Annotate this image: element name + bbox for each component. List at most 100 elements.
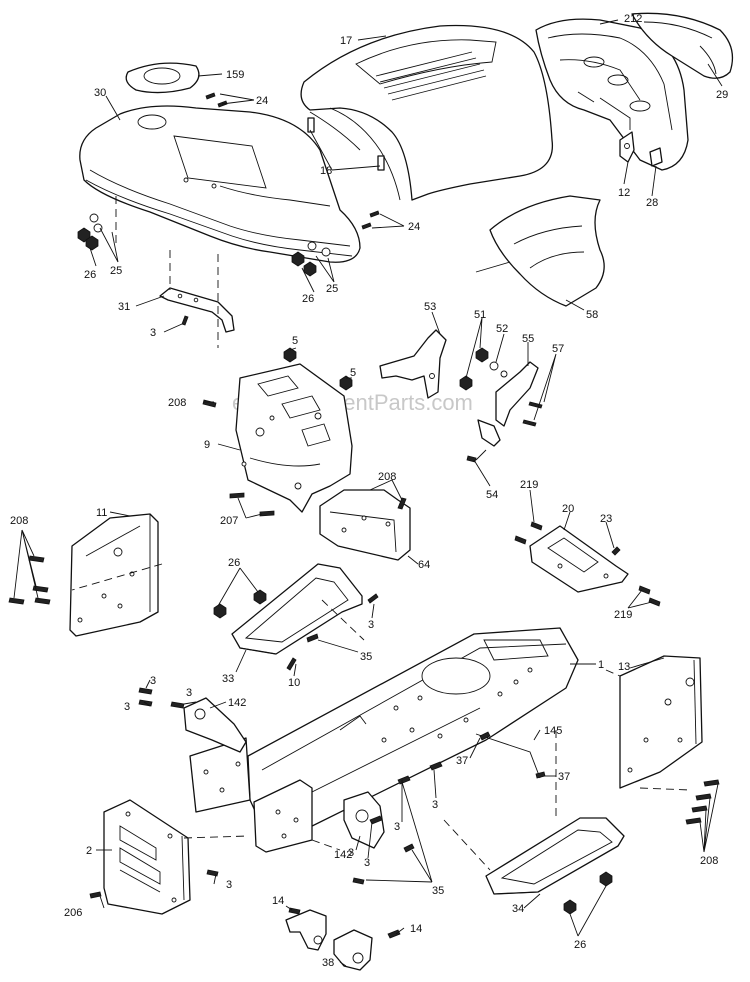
callout-54: 54 [486,489,498,501]
callout-3-frame-c: 3 [364,857,370,869]
callout-34: 34 [512,903,524,915]
part-53-bracket[interactable] [379,329,447,399]
callout-14-right: 14 [410,923,422,935]
part-38-brackets[interactable] [285,907,401,971]
callout-53: 53 [424,301,436,313]
part-219-bolts[interactable] [514,521,661,607]
callout-3-frame-b: 3 [394,821,400,833]
callout-30: 30 [94,87,106,99]
callout-17: 17 [340,35,352,47]
callout-207: 207 [220,515,238,527]
callout-25-right: 25 [326,283,338,295]
callout-3-left-c: 3 [186,687,192,699]
callout-206: 206 [64,907,82,919]
part-28-clip[interactable] [649,147,663,167]
part-30-fender[interactable] [79,105,361,263]
callout-20: 20 [562,503,574,515]
callout-labels: 17 212 159 30 24 29 18 1 2 28 24 26 25 26… [10,13,728,969]
callout-33: 33 [222,673,234,685]
part-208-bolts-right[interactable] [685,779,720,825]
callout-64: 64 [418,559,430,571]
callout-26-mid: 26 [228,557,240,569]
callout-219-top: 219 [520,479,538,491]
part-24-screws-right[interactable] [361,210,380,230]
callout-35-mid: 35 [360,651,372,663]
callout-29: 29 [716,89,728,101]
callout-57: 57 [552,343,564,355]
part-12-bracket[interactable] [619,131,635,163]
part-54-bolt[interactable] [466,449,487,463]
callout-3-mid: 3 [368,619,374,631]
callout-3-left-a: 3 [150,675,156,687]
callout-1: 1 [598,659,604,671]
callout-25-left: 25 [110,265,122,277]
part-18-clip[interactable] [307,117,385,171]
callout-14-left: 14 [272,895,284,907]
part-212-grille[interactable] [535,18,689,171]
leader-lines [13,19,723,967]
callout-18: 18 [320,165,332,177]
callout-3-frame-a: 3 [432,799,438,811]
callout-145: 145 [544,725,562,737]
callout-142-upper: 142 [228,697,246,709]
callout-2: 2 [86,845,92,857]
part-207-bolts[interactable] [229,492,275,517]
part-33-footrest[interactable] [213,563,379,671]
callout-31: 31 [118,301,130,313]
callout-26-bottom: 26 [574,939,586,951]
part-145-rod[interactable] [475,731,546,779]
callout-208-left: 208 [10,515,28,527]
callout-38: 38 [322,957,334,969]
callout-3-left-b: 3 [124,701,130,713]
callout-3-fender: 3 [150,327,156,339]
callout-212: 212 [624,13,642,25]
callout-9: 9 [204,439,210,451]
callout-26-left: 26 [84,269,96,281]
part-208-bolt-dash[interactable] [202,399,217,408]
callout-5-a: 5 [292,335,298,347]
callout-11: 11 [96,507,107,519]
callout-208-center: 208 [378,471,396,483]
callout-142-lower: 142 [334,849,352,861]
part-11-side-panel[interactable] [69,513,159,637]
part-1-frame-rear[interactable] [189,737,313,853]
part-5-nuts[interactable] [283,347,353,391]
callout-24-top: 24 [256,95,268,107]
part-142-bracket-lower[interactable] [343,791,385,849]
callout-24-right: 24 [408,221,420,233]
callout-52: 52 [496,323,508,335]
part-58-panel[interactable] [475,195,605,307]
callout-51: 51 [474,309,486,321]
part-34-footrest[interactable] [485,817,625,915]
part-2-rear-plate[interactable] [103,799,191,915]
callout-10: 10 [288,677,300,689]
part-25-26-hardware-right[interactable] [291,241,331,277]
part-25-26-hardware-left[interactable] [77,213,103,251]
part-9-dash-panel[interactable] [235,363,353,513]
callout-35-bottom: 35 [432,885,444,897]
part-64-bracket[interactable] [319,489,411,561]
callout-28: 28 [646,197,658,209]
part-206-bolt[interactable] [89,891,102,899]
callout-55: 55 [522,333,534,345]
callout-23: 23 [600,513,612,525]
callout-5-b: 5 [350,367,356,379]
part-13-side-panel[interactable] [619,655,703,789]
part-31-bracket[interactable] [159,287,235,333]
callout-37-left: 37 [456,755,468,767]
callout-208-dash: 208 [168,397,186,409]
part-142-bracket-upper[interactable] [183,697,247,753]
callout-3-bottom: 3 [226,879,232,891]
callout-208-right: 208 [700,855,718,867]
callout-219-bottom: 219 [614,609,632,621]
callout-3-frame-d: 3 [348,847,354,859]
part-208-bolts-left[interactable] [8,555,51,605]
part-20-plate[interactable] [529,525,629,593]
part-17-hood[interactable] [300,24,554,201]
part-29-lens[interactable] [631,12,734,79]
callout-159: 159 [226,69,244,81]
callout-37-right: 37 [558,771,570,783]
callout-13: 13 [618,661,630,673]
part-159-knob[interactable] [125,62,200,94]
